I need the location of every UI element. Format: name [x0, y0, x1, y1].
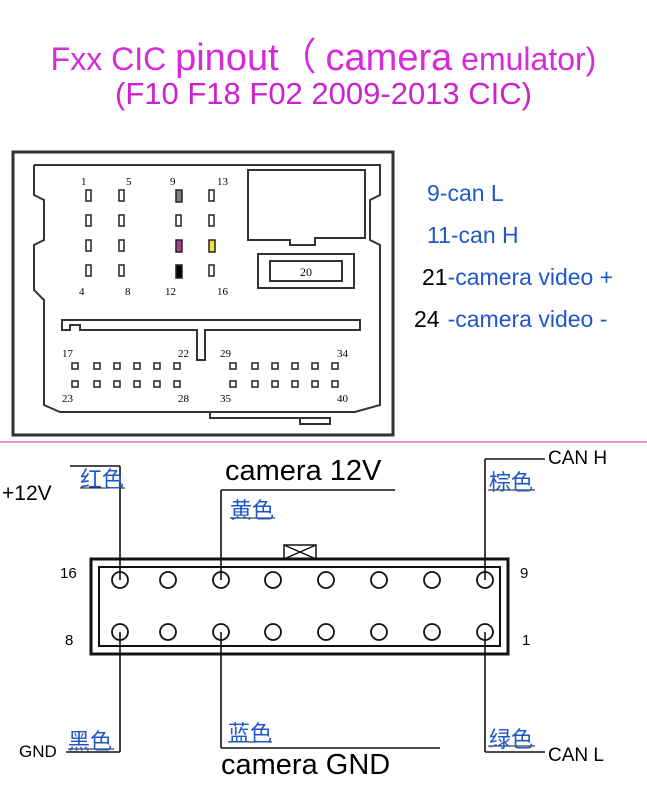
- pin-label-29: 29: [220, 348, 231, 360]
- connector-rail: [61, 319, 361, 361]
- plug-pin-9-label: 9: [520, 565, 529, 582]
- title-part-a: Fxx CIC: [50, 41, 167, 77]
- connector-housing: [11, 150, 395, 437]
- lower-pin-block-left: [71, 362, 181, 388]
- title-part-d: emulator): [461, 41, 597, 77]
- pin-label-40: 40: [337, 393, 348, 405]
- legend-item-pin21: 21-camera video +: [422, 264, 613, 291]
- pin-label-35: 35: [220, 393, 231, 405]
- legend-num: 11: [427, 222, 451, 248]
- plug-pin-16-label: 16: [60, 565, 77, 582]
- pin-label-16: 16: [217, 286, 228, 298]
- legend-num: 9: [427, 180, 440, 206]
- plug-pin-1-label: 1: [522, 632, 531, 649]
- color-green-label: 绿色: [489, 728, 534, 753]
- plug-pins: [111, 571, 494, 641]
- label-camera-12v: camera 12V: [225, 455, 382, 487]
- legend-text: -can L: [439, 180, 504, 206]
- plug-body-inner: [98, 566, 501, 647]
- pin-label-28: 28: [178, 393, 189, 405]
- pin-label-12: 12: [165, 286, 176, 298]
- legend-text: -camera video +: [447, 264, 614, 290]
- legend-item-pin9: 9-can L: [427, 180, 504, 207]
- legend-num: 24: [414, 306, 440, 332]
- pin-label-13: 13: [217, 176, 228, 188]
- pin-label-22: 22: [178, 348, 189, 360]
- connector-right-bay: [247, 169, 366, 246]
- upper-pin-block: [85, 189, 216, 279]
- color-black-label: 黑色: [68, 730, 113, 755]
- color-red-label: 红色: [80, 468, 125, 493]
- connector-inner-outline: [33, 164, 381, 425]
- pin-label-1: 1: [81, 176, 87, 188]
- page-subtitle: (F10 F18 F02 2009-2013 CIC): [115, 76, 532, 111]
- plug-body-outer: [89, 557, 510, 656]
- label-can-h: CAN H: [548, 448, 608, 469]
- pin-label-17: 17: [62, 348, 73, 360]
- pin-label-8: 8: [125, 286, 131, 298]
- pin-label-34: 34: [337, 348, 348, 360]
- pin-label-9: 9: [170, 176, 176, 188]
- pin-20-inner: [269, 260, 343, 282]
- color-yellow-label: 黄色: [230, 499, 275, 524]
- pin-label-4: 4: [79, 286, 85, 298]
- pin-label-5: 5: [126, 176, 132, 188]
- wires: [66, 458, 545, 753]
- page-title: Fxx CIC pinout（ camera emulator): [0, 26, 647, 81]
- color-brown-label: 棕色: [489, 471, 534, 496]
- label-camera-gnd: camera GND: [221, 749, 391, 781]
- legend-item-pin11: 11-can H: [427, 222, 519, 249]
- plug-latch-icon: [283, 544, 317, 560]
- label-12v: +12V: [2, 482, 52, 505]
- pin-20-label: 20: [300, 265, 312, 279]
- pin-label-23: 23: [62, 393, 73, 405]
- lower-pin-block-right: [229, 362, 339, 388]
- color-blue-label: 蓝色: [228, 722, 273, 747]
- label-gnd: GND: [19, 742, 57, 761]
- legend-text: -camera video -: [447, 306, 608, 332]
- legend-text: -can H: [450, 222, 519, 248]
- label-underlines: [68, 487, 535, 750]
- plug-pin-8-label: 8: [65, 632, 74, 649]
- title-part-b: pinout（: [175, 37, 317, 79]
- title-part-c: camera: [325, 37, 453, 79]
- label-can-l: CAN L: [548, 745, 604, 766]
- legend-num: 21: [422, 264, 448, 290]
- pin-20-slot: [257, 253, 355, 289]
- legend-item-pin24: 24 -camera video -: [414, 306, 607, 333]
